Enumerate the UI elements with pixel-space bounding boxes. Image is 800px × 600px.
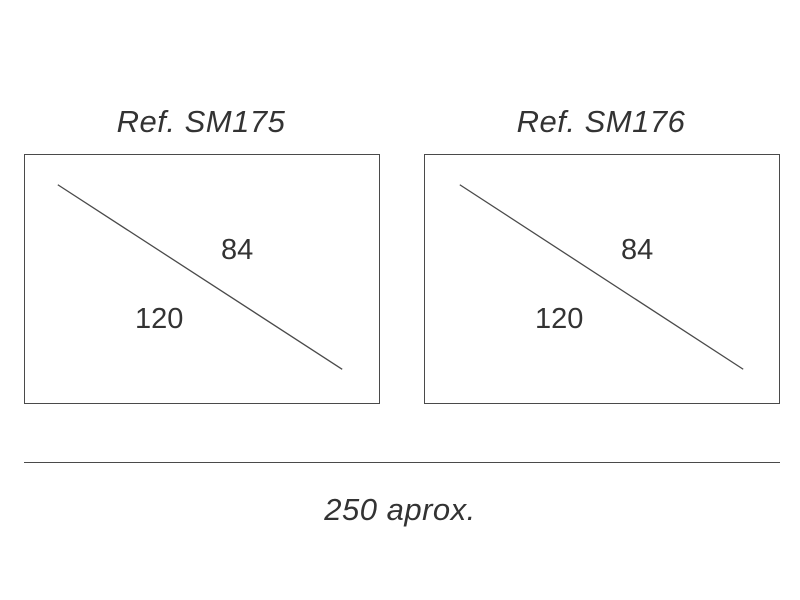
panel-diagonal-line <box>459 184 744 370</box>
panel-diagonal-graphic <box>459 184 744 370</box>
panel-reference-label-sm175: Ref. SM175 <box>116 104 286 139</box>
panel-width-dimension: 120 <box>535 303 584 335</box>
panel-outline-sm175: 84 120 <box>24 154 380 404</box>
total-width-label: 250 aprox. <box>324 492 476 527</box>
panel-height-dimension: 84 <box>221 234 254 266</box>
panel-height-dimension: 84 <box>621 234 654 266</box>
panel-diagonal-graphic <box>57 184 343 370</box>
panel-reference-label-sm176: Ref. SM176 <box>516 104 686 139</box>
panel-diagonal-line <box>57 184 343 370</box>
panel-width-dimension: 120 <box>135 303 184 335</box>
panel-outline-sm176: 84 120 <box>424 154 780 404</box>
total-width-rule <box>24 462 780 463</box>
